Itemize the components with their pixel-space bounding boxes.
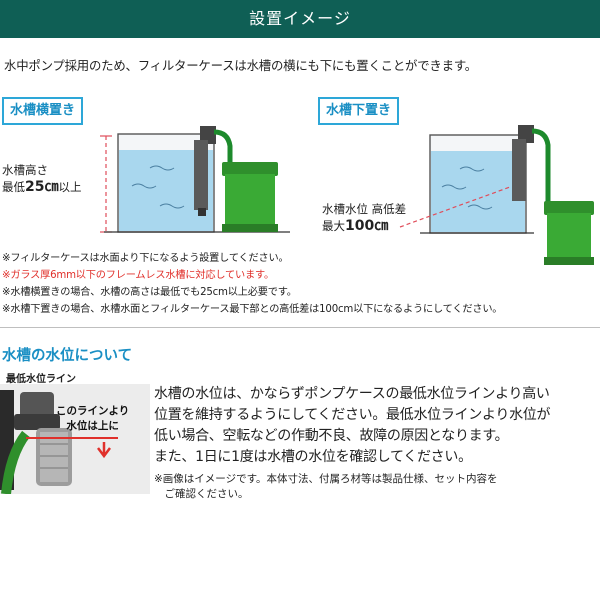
water-level-title: 水槽の水位について: [2, 348, 133, 364]
below-height-value: 100: [345, 218, 375, 234]
header-title: 設置イメージ: [249, 9, 351, 28]
note-item: ※ガラス厚6mm以下のフレームレス水槽に対応しています。: [2, 270, 274, 281]
below-height-line1: 水槽水位 高低差: [322, 202, 407, 216]
notes-list: ※フィルターケースは水面より下になるよう設置してください。 ※ガラス厚6mm以下…: [2, 250, 598, 318]
water-level-description: 水槽の水位は、かならずポンプケースの最低水位ラインより高い 位置を維持するように…: [154, 384, 598, 468]
disclaimer-line: ご確認ください。: [154, 488, 249, 500]
side-placement-tag: 水槽横置き: [2, 97, 84, 125]
below-height-prefix: 最大: [322, 219, 345, 233]
page-header: 設置イメージ: [0, 0, 600, 38]
below-height-line2: 最大100㎝: [322, 218, 406, 235]
below-height-unit: ㎝: [374, 218, 389, 234]
below-placement-tag: 水槽下置き: [318, 97, 400, 125]
callout-line2: 水位は上に: [66, 420, 119, 432]
side-height-suffix: 以上: [58, 180, 82, 194]
intro-text: 水中ポンプ採用のため、フィルターケースは水槽の横にも下にも置くことができます。: [4, 58, 477, 73]
description-line: 低い場合、空転などの作動不良、故障の原因となります。: [154, 428, 509, 444]
image-disclaimer: ※画像はイメージです。本体寸法、付属ろ材等は製品仕様、セット内容を ご確認くださ…: [154, 472, 498, 502]
callout-line1: このラインより: [56, 405, 130, 417]
description-line: 位置を維持するようにしてください。最低水位ラインより水位が: [154, 407, 551, 423]
below-placement-illustration: [399, 125, 594, 265]
below-height-label: 水槽水位 高低差 最大100㎝: [322, 201, 406, 235]
water-line-callout: このラインより 水位は上に: [56, 404, 129, 434]
side-placement-illustration: [100, 126, 290, 233]
side-height-unit: ㎝: [44, 179, 59, 195]
side-height-line1: 水槽高さ: [2, 163, 48, 177]
note-item: ※水槽横置きの場合、水槽の高さは最低でも25cm以上必要です。: [2, 287, 297, 298]
description-line: 水槽の水位は、かならずポンプケースの最低水位ラインより高い: [154, 386, 550, 402]
description-line: また、1日に1度は水槽の水位を確認してください。: [154, 449, 472, 465]
side-height-value: 25: [25, 179, 45, 195]
side-height-line2: 最低25㎝以上: [2, 179, 81, 196]
pump-closeup-image: [0, 384, 150, 494]
min-water-line-label: 最低水位ライン: [6, 374, 76, 385]
note-item: ※フィルターケースは水面より下になるよう設置してください。: [2, 253, 289, 264]
section-divider: [0, 327, 600, 328]
side-height-prefix: 最低: [2, 180, 25, 194]
note-item: ※水槽下置きの場合、水槽水面とフィルターケース最下部との高低差は100cm以下に…: [2, 304, 503, 315]
side-height-label: 水槽高さ 最低25㎝以上: [2, 162, 81, 196]
disclaimer-line: ※画像はイメージです。本体寸法、付属ろ材等は製品仕様、セット内容を: [154, 473, 498, 485]
